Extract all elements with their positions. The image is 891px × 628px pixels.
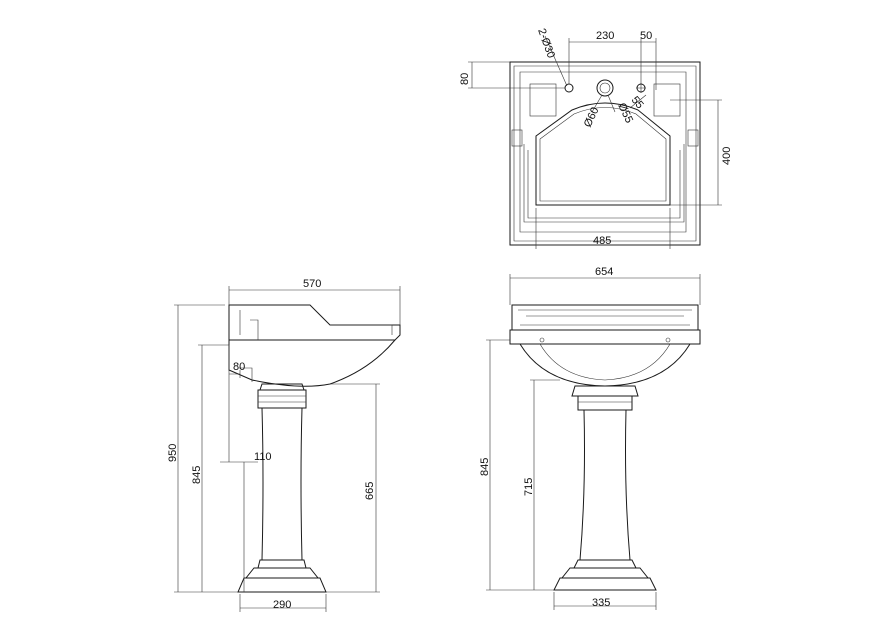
dim-2x-dia-30: 2-Ø30 <box>535 27 557 60</box>
dim-485: 485 <box>593 235 611 247</box>
dim-335: 335 <box>592 597 610 609</box>
front-view: 654 845 715 335 <box>479 266 701 610</box>
dim-400: 400 <box>721 147 733 165</box>
dim-80-top: 80 <box>459 73 471 85</box>
top-view: 2-Ø30 230 50 80 Ø60 Ø55 55 400 485 <box>459 27 733 249</box>
dim-dia-60: Ø60 <box>582 105 602 129</box>
dim-50: 50 <box>640 30 652 42</box>
dim-845-front: 845 <box>479 458 491 476</box>
dim-55: 55 <box>629 94 646 111</box>
dim-570: 570 <box>303 278 321 290</box>
dim-110: 110 <box>254 451 272 463</box>
dim-845-side: 845 <box>191 466 203 484</box>
dim-654: 654 <box>595 266 613 278</box>
dim-665: 665 <box>364 482 376 500</box>
side-view: 570 950 845 80 110 665 290 <box>167 278 401 612</box>
tap-hole-left <box>564 83 574 93</box>
dim-950: 950 <box>167 444 179 462</box>
tap-hole-centre <box>596 79 614 97</box>
dim-290: 290 <box>273 599 291 611</box>
dim-715: 715 <box>523 478 535 496</box>
dim-80-side: 80 <box>233 361 245 373</box>
dim-230: 230 <box>596 30 614 42</box>
